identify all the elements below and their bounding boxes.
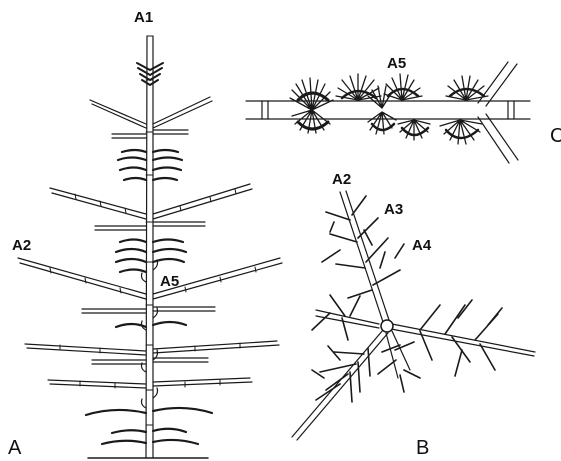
panel-a-plant-drawing: [18, 36, 282, 458]
apical-tuft: [137, 63, 163, 85]
curved-whorl-4: [86, 408, 212, 444]
branch-pair-3: [18, 258, 282, 299]
branch-pair-4: [25, 341, 279, 355]
main-stem: [142, 36, 158, 458]
whorl-lateral-branchlets: [312, 196, 502, 402]
panel-label-b: B: [416, 437, 429, 459]
label-a5-panel-a: A5: [160, 273, 179, 290]
branch-short-3: [82, 307, 215, 313]
curved-whorl-3: [116, 322, 186, 327]
crossing-branch: [478, 62, 518, 163]
panel-label-a: A: [8, 437, 22, 459]
branch-short-2: [95, 222, 205, 230]
panel-label-c: C: [550, 125, 561, 147]
label-a4-panel-b: A4: [412, 237, 432, 254]
whorl-node: [381, 320, 393, 332]
branch-pair-5: [48, 378, 252, 388]
panel-c-side-view: [246, 62, 530, 163]
label-a2-panel-a: A2: [12, 237, 31, 254]
label-a2-panel-b: A2: [332, 171, 351, 188]
branch-short-1: [112, 130, 188, 138]
panel-b-whorl-top-view: [292, 191, 535, 440]
label-a3-panel-b: A3: [384, 201, 403, 218]
curved-whorl-2: [116, 240, 186, 273]
leaf-fans: [290, 74, 488, 144]
label-a5-panel-c: A5: [387, 55, 406, 72]
branch-pair-1: [90, 97, 212, 128]
label-a1: A1: [134, 9, 153, 26]
labels: A1 A2 A5 A2 A3 A4 A5 A B C: [8, 9, 561, 459]
branch-pair-2: [50, 184, 252, 219]
branch-short-4: [92, 358, 208, 364]
